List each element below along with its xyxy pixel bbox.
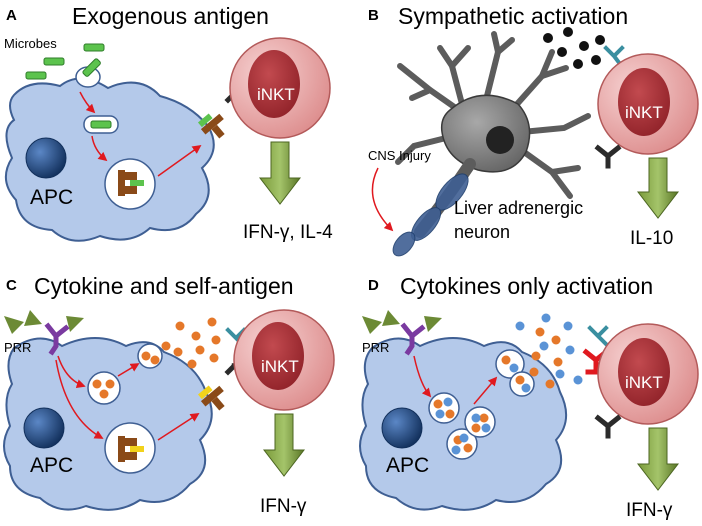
cd1d-surface	[197, 113, 225, 139]
panel-d-letter: D	[368, 277, 379, 294]
panel-d-title: Cytokines only activation	[400, 273, 653, 299]
signaling-arrow	[57, 355, 86, 388]
inkt-label: iNKT	[257, 85, 295, 104]
panel-c-letter: C	[6, 277, 17, 294]
apc-label: APC	[30, 186, 73, 209]
orange-cytokines	[433, 327, 563, 453]
panel-c-title: Cytokine and self-antigen	[34, 273, 294, 299]
apc-nucleus	[381, 407, 423, 449]
apc-cell	[3, 337, 213, 511]
ligand-triangle	[382, 310, 400, 326]
output-arrow	[636, 157, 680, 219]
neuron-nucleus	[486, 126, 514, 154]
microbe-rod	[82, 58, 101, 77]
microbe-rod	[25, 71, 47, 80]
prr-receptor	[400, 322, 426, 356]
output-arrow	[262, 413, 306, 477]
panel-d: D Cytokines only activation APC PRR	[359, 273, 699, 521]
cd1d-molecule	[118, 170, 144, 196]
output-arrow	[258, 141, 302, 205]
inkt-nucleus	[252, 322, 304, 390]
blue-cytokines	[435, 313, 583, 455]
prr-receptor	[44, 322, 70, 356]
cytokine-vesicle	[464, 406, 496, 438]
tcr	[594, 144, 622, 169]
cd1d-molecule	[118, 436, 144, 462]
microbe-rod	[83, 43, 105, 52]
signaling-arrow	[55, 359, 104, 439]
microbes-label: Microbes	[4, 36, 57, 51]
microbe-rod	[90, 120, 112, 129]
inkt-label: iNKT	[261, 357, 299, 376]
neuron-label-line1: Liver adrenergic	[454, 198, 583, 218]
inkt-nucleus	[618, 68, 670, 136]
panel-c: C Cytokine and self-antigen APC PRR	[3, 273, 335, 517]
prr-label: PRR	[362, 340, 389, 355]
ligand-triangle	[424, 316, 442, 332]
presentation-arrow	[157, 413, 200, 441]
panel-a-title: Exogenous antigen	[72, 3, 269, 29]
apc-nucleus	[25, 137, 67, 179]
panel-b: B Sympathetic activation CNS Injury Live…	[368, 3, 699, 257]
internalization-arrow	[79, 91, 96, 114]
inkt-nucleus	[248, 50, 300, 118]
apc-cell	[5, 77, 215, 242]
output-arrow	[636, 427, 680, 491]
cns-injury-label: CNS Injury	[368, 148, 431, 163]
signaling-arrow	[413, 355, 432, 398]
output-cytokines: IFN-γ	[260, 496, 307, 517]
secretion-arrow	[473, 376, 498, 405]
inkt-nucleus	[618, 338, 670, 406]
cytokine-vesicle	[87, 371, 121, 405]
norepinephrine-dots	[543, 27, 605, 69]
output-cytokines: IL-10	[630, 228, 673, 249]
cd1d-surface	[197, 385, 225, 411]
output-cytokines: IFN-γ, IL-4	[243, 222, 333, 243]
cytokine-vesicle	[428, 392, 460, 424]
ligand-triangle	[4, 316, 24, 334]
secretion-arrow	[117, 363, 140, 377]
panel-b-title: Sympathetic activation	[398, 3, 628, 29]
microbe-rod	[43, 57, 65, 66]
apc-label: APC	[386, 454, 429, 477]
panel-a-letter: A	[6, 7, 17, 24]
inkt-label: iNKT	[625, 103, 663, 122]
output-cytokines: IFN-γ	[626, 500, 673, 521]
presentation-arrow	[157, 144, 202, 177]
prr-label: PRR	[4, 340, 31, 355]
orange-cytokines	[92, 317, 221, 399]
adrenergic-receptor	[603, 45, 625, 67]
neuron-soma	[440, 94, 531, 173]
panel-a: A Exogenous antigen APC Microbes	[4, 3, 333, 243]
injury-arrow	[371, 167, 394, 232]
tcr	[594, 414, 622, 439]
processing-arrow	[91, 135, 108, 162]
apc-label: APC	[30, 454, 73, 477]
panel-b-letter: B	[368, 7, 379, 24]
ligand-triangle	[362, 316, 382, 334]
ligand-triangle	[66, 316, 84, 332]
inkt-label: iNKT	[625, 373, 663, 392]
ligand-triangle	[24, 310, 42, 326]
myelin-sheath	[392, 231, 416, 257]
cytokine-receptor	[587, 325, 609, 347]
neuron-label-line2: neuron	[454, 222, 510, 242]
apc-nucleus	[23, 407, 65, 449]
